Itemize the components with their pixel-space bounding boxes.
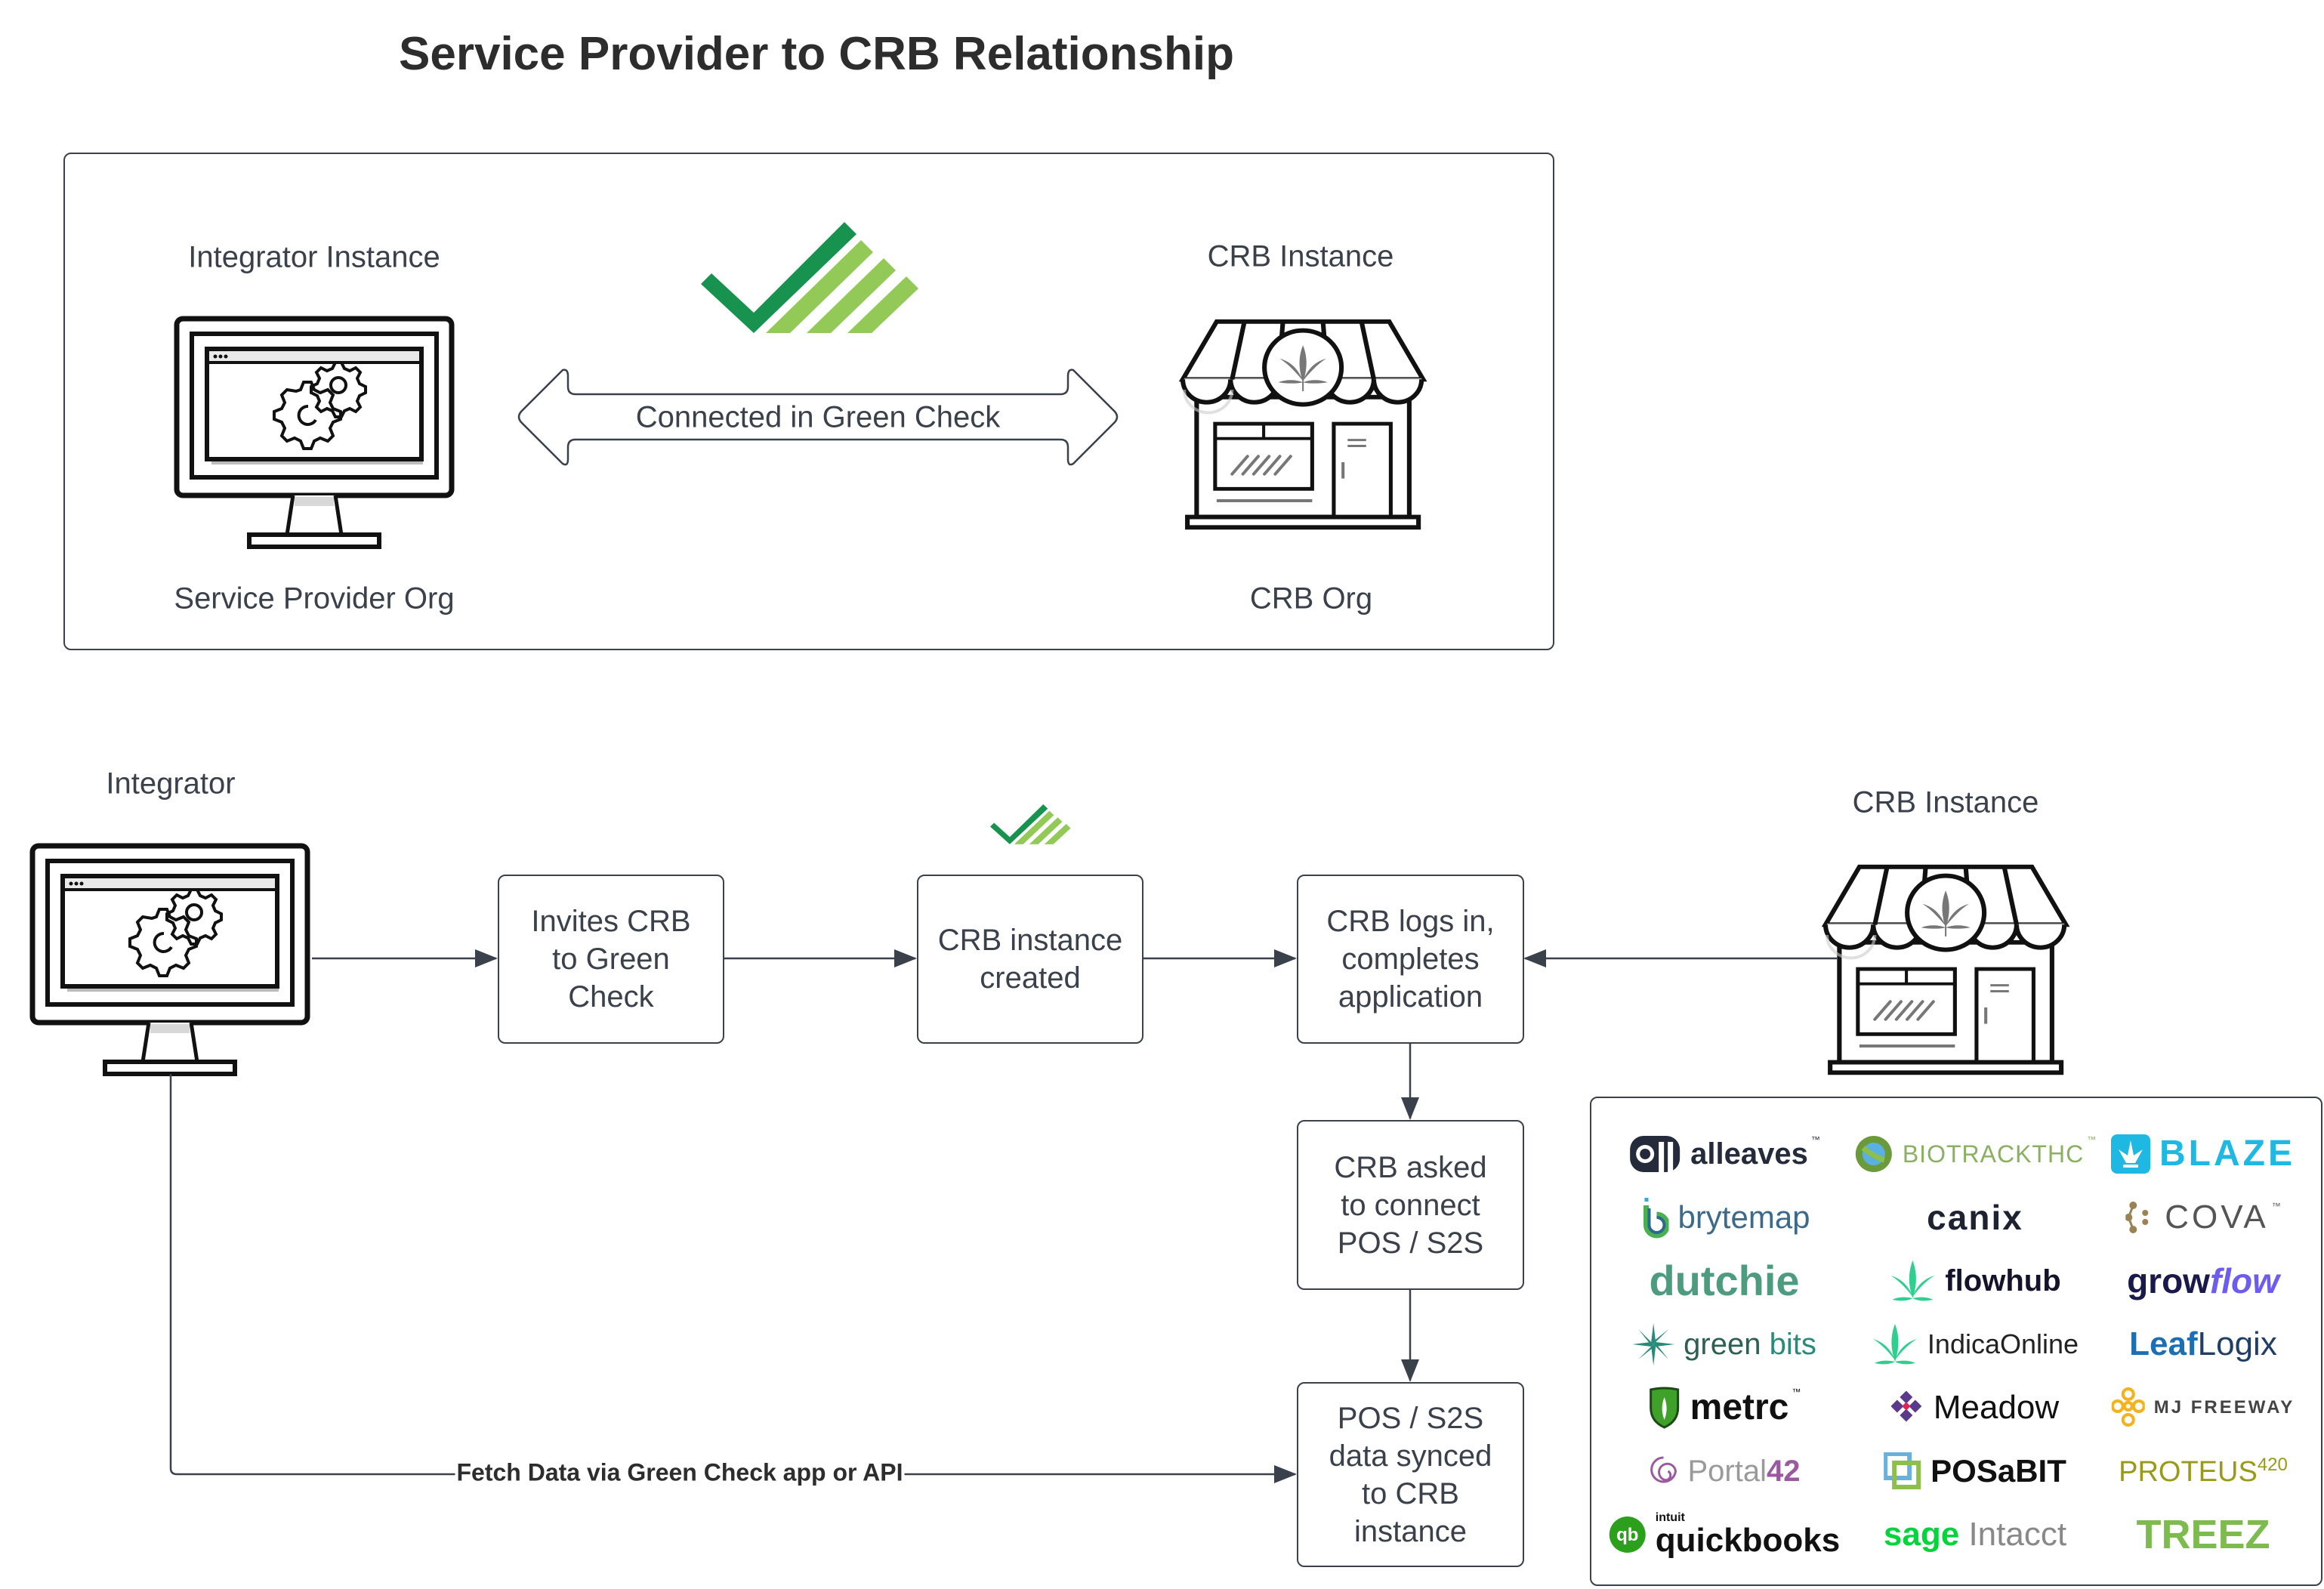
integration-logo-sage-intacct: sage Intacct [1884, 1518, 2066, 1551]
step-data-synced: POS / S2S data synced to CRB instance [1297, 1382, 1524, 1567]
shield-logo-icon [1648, 1387, 1681, 1429]
logo-wordmark: Portal42 [1687, 1455, 1801, 1488]
computer-gears-icon [177, 319, 452, 547]
logo-wordmark: Meadow [1933, 1389, 2060, 1426]
integration-logo-flowhub: flowhub [1889, 1259, 2061, 1303]
logo-wordmark: BIOTRACKTHC [1902, 1140, 2085, 1168]
logo-wordmark: dutchie [1649, 1257, 1800, 1304]
integration-logo-treez: TREEZ [2136, 1514, 2270, 1555]
integrations-logo-panel [1590, 1097, 2322, 1586]
step-crb-logs-in: CRB logs in, completes application [1297, 875, 1524, 1044]
leaf-tile-logo-icon [2111, 1134, 2151, 1174]
step-data-synced-text: POS / S2S data synced to CRB instance [1329, 1401, 1492, 1548]
integrator-label: Integrator [106, 767, 236, 801]
qb-logo-icon: qb [1609, 1516, 1647, 1554]
logo-wordmark: brytemap [1677, 1199, 1810, 1235]
nodes-logo-icon [2125, 1201, 2156, 1234]
fetch-data-label: Fetch Data via Green Check app or API [455, 1458, 905, 1487]
integrator-computer-icon [32, 846, 307, 1074]
step-crb-instance-created: CRB instance created [917, 875, 1143, 1044]
svg-text:qb: qb [1616, 1525, 1638, 1545]
diamond-logo-icon [1890, 1391, 1924, 1424]
trademark-symbol: ™ [1810, 1134, 1820, 1145]
crb-org-label: CRB Org [1249, 582, 1373, 616]
step-crb-logs-in-text: CRB logs in, completes application [1326, 905, 1495, 1014]
trademark-symbol: ™ [2271, 1201, 2281, 1211]
globe-logo-icon [1854, 1134, 1893, 1174]
crb-instance-label: CRB Instance [1207, 239, 1394, 273]
logo-wordmark: canix [1927, 1198, 2023, 1237]
logo-wordmark: BLAZE [2159, 1134, 2295, 1174]
trademark-symbol: ™ [2087, 1134, 2097, 1145]
all-logo-icon [1628, 1134, 1681, 1174]
logo-wordmark: COVA [2165, 1199, 2269, 1236]
step-crb-instance-created-text: CRB instance created [937, 924, 1123, 995]
step-invite-crb: Invites CRB to Green Check [498, 875, 724, 1044]
integration-logo-portal42: Portal42 [1649, 1455, 1801, 1488]
crb-instance-flow-label: CRB Instance [1852, 785, 2039, 819]
knot-logo-icon [2111, 1387, 2145, 1429]
logo-wordmark: quickbooks [1655, 1522, 1841, 1559]
green-check-small-icon [990, 804, 1071, 844]
integration-logo-canix: canix [1927, 1200, 2023, 1235]
logo-wordmark: MJ FREEWAY [2153, 1397, 2295, 1418]
green-check-logo-icon [701, 222, 918, 333]
b-logo-icon [1638, 1195, 1669, 1240]
integration-logo-growflow: growflow [2127, 1263, 2279, 1298]
integration-logo-blaze: BLAZE [2111, 1134, 2295, 1174]
logo-wordmark: IndicaOnline [1927, 1328, 2079, 1359]
logo-wordmark: POSaBIT [1930, 1453, 2066, 1489]
logo-wordmark: LeafLogix [2129, 1325, 2277, 1362]
relationship-panel [63, 153, 1554, 650]
integration-logo-brytemap: brytemap [1638, 1195, 1810, 1240]
logo-wordmark: growflow [2127, 1261, 2279, 1301]
service-provider-org-label: Service Provider Org [174, 582, 455, 616]
integration-logo-dutchie: dutchie [1649, 1260, 1799, 1302]
diagram-title: Service Provider to CRB Relationship [399, 28, 1234, 80]
connector-fetch-data [169, 1074, 1297, 1483]
step-invite-crb-text: Invites CRB to Green Check [531, 905, 691, 1014]
logo-wordmark: green bits [1684, 1328, 1816, 1361]
integrator-instance-label: Integrator Instance [188, 240, 440, 274]
leaf-logo-icon [1889, 1259, 1936, 1303]
step-connect-pos-text: CRB asked to connect POS / S2S [1334, 1150, 1487, 1260]
integration-logo-mj-freeway: MJ FREEWAY [2111, 1387, 2295, 1429]
logo-wordmark: metrc [1690, 1387, 1789, 1427]
connected-in-green-check-label: Connected in Green Check [635, 400, 1001, 434]
integration-logo-posabit: POSaBIT [1884, 1452, 2066, 1490]
logo-wordmark: sage Intacct [1883, 1516, 2067, 1553]
integration-logo-proteus420: PROTEUS420 [2119, 1456, 2288, 1486]
swirl-logo-icon [1649, 1455, 1679, 1488]
trademark-symbol: ™ [1792, 1387, 1801, 1397]
dispensary-storefront-icon [1183, 322, 1423, 527]
logo-wordmark: alleaves [1690, 1137, 1808, 1171]
crb-storefront-icon [1826, 867, 2066, 1072]
integration-logo-green-bits: green bits [1632, 1323, 1816, 1365]
leaf-logo-icon [1872, 1322, 1918, 1366]
star-logo-icon [1632, 1323, 1675, 1365]
squares-logo-icon [1884, 1452, 1921, 1490]
integration-logo-meadow: Meadow [1890, 1389, 2060, 1426]
integration-logo-leaflogix: LeafLogix [2129, 1328, 2277, 1361]
logo-wordmark: flowhub [1945, 1264, 2061, 1297]
step-connect-pos: CRB asked to connect POS / S2S [1297, 1120, 1524, 1290]
integration-logo-indicaonline: IndicaOnline [1872, 1322, 2079, 1366]
logo-wordmark: PROTEUS420 [2119, 1455, 2288, 1488]
logo-prefix: intuit [1655, 1511, 1685, 1524]
logo-wordmark: TREEZ [2136, 1512, 2270, 1557]
bidirectional-arrow-shape [517, 369, 1119, 466]
